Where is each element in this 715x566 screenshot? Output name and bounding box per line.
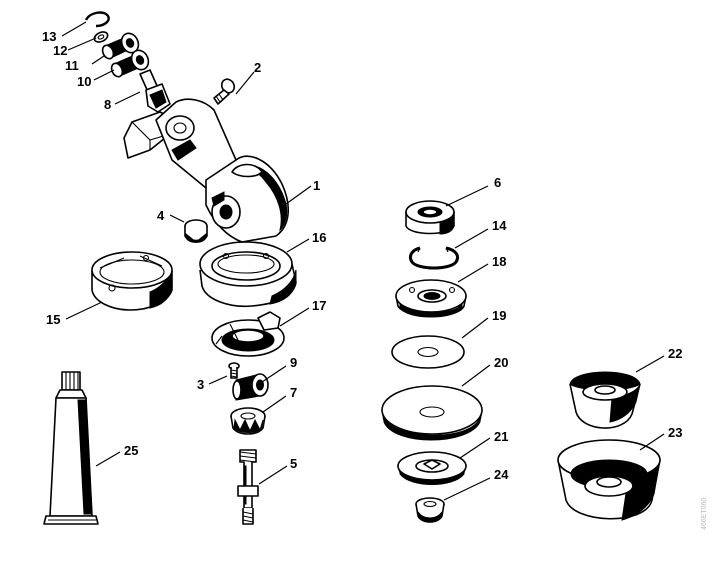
callout-labels: 1 2 3 4 5 6 7 8 9 10 11 12 13 14 15 16 1…	[42, 29, 682, 482]
label-4: 4	[157, 208, 165, 223]
label-3: 3	[197, 377, 204, 392]
part-13-circlip	[84, 11, 110, 28]
label-6: 6	[494, 175, 501, 190]
part-11-ball-bearing	[101, 32, 140, 60]
label-10: 10	[77, 74, 91, 89]
part-2-screw	[213, 78, 236, 105]
label-13: 13	[42, 29, 56, 44]
part-9-ball-bearing	[232, 373, 269, 401]
part-1-gear-housing	[123, 98, 289, 243]
label-14: 14	[492, 218, 507, 233]
label-15: 15	[46, 312, 60, 327]
label-9: 9	[290, 355, 297, 370]
label-7: 7	[290, 385, 297, 400]
label-12: 12	[53, 43, 67, 58]
diagram-code-watermark: 466ET060	[701, 498, 708, 530]
part-17-adapter	[211, 311, 285, 357]
part-3-screw	[228, 362, 240, 379]
part-7-bevel-gear	[230, 407, 266, 435]
label-19: 19	[492, 308, 506, 323]
label-18: 18	[492, 254, 506, 269]
part-21-thrust-washer	[397, 451, 467, 485]
part-5-output-shaft	[237, 449, 259, 525]
label-8: 8	[104, 97, 111, 112]
label-5: 5	[290, 456, 297, 471]
part-10-ball-bearing	[110, 49, 150, 78]
label-1: 1	[313, 178, 320, 193]
label-17: 17	[312, 298, 326, 313]
label-25: 25	[124, 443, 138, 458]
label-22: 22	[668, 346, 682, 361]
part-23-thrust-plate	[557, 439, 661, 521]
part-4-plug-screw	[184, 219, 208, 243]
label-21: 21	[494, 429, 508, 444]
part-15-thrust-plate	[91, 251, 173, 311]
label-20: 20	[494, 355, 508, 370]
part-8-bevel-pinion	[139, 69, 171, 113]
label-16: 16	[312, 230, 326, 245]
part-22-thrust-plate	[569, 371, 641, 429]
part-24-nut	[415, 497, 445, 523]
leader-lines	[61, 21, 665, 501]
part-6-ball-bearing	[405, 200, 455, 235]
part-18-thrust-plate	[395, 279, 467, 318]
part-19-cover-disc	[391, 335, 465, 369]
part-12-washer	[93, 31, 109, 43]
part-14-circlip	[408, 246, 460, 270]
part-25-grease-tube	[43, 371, 99, 525]
part-16-thrust-plate	[199, 241, 297, 308]
label-24: 24	[494, 467, 509, 482]
label-11: 11	[65, 58, 79, 73]
label-2: 2	[254, 60, 261, 75]
label-23: 23	[668, 425, 682, 440]
part-20-cover-plate	[381, 385, 483, 441]
